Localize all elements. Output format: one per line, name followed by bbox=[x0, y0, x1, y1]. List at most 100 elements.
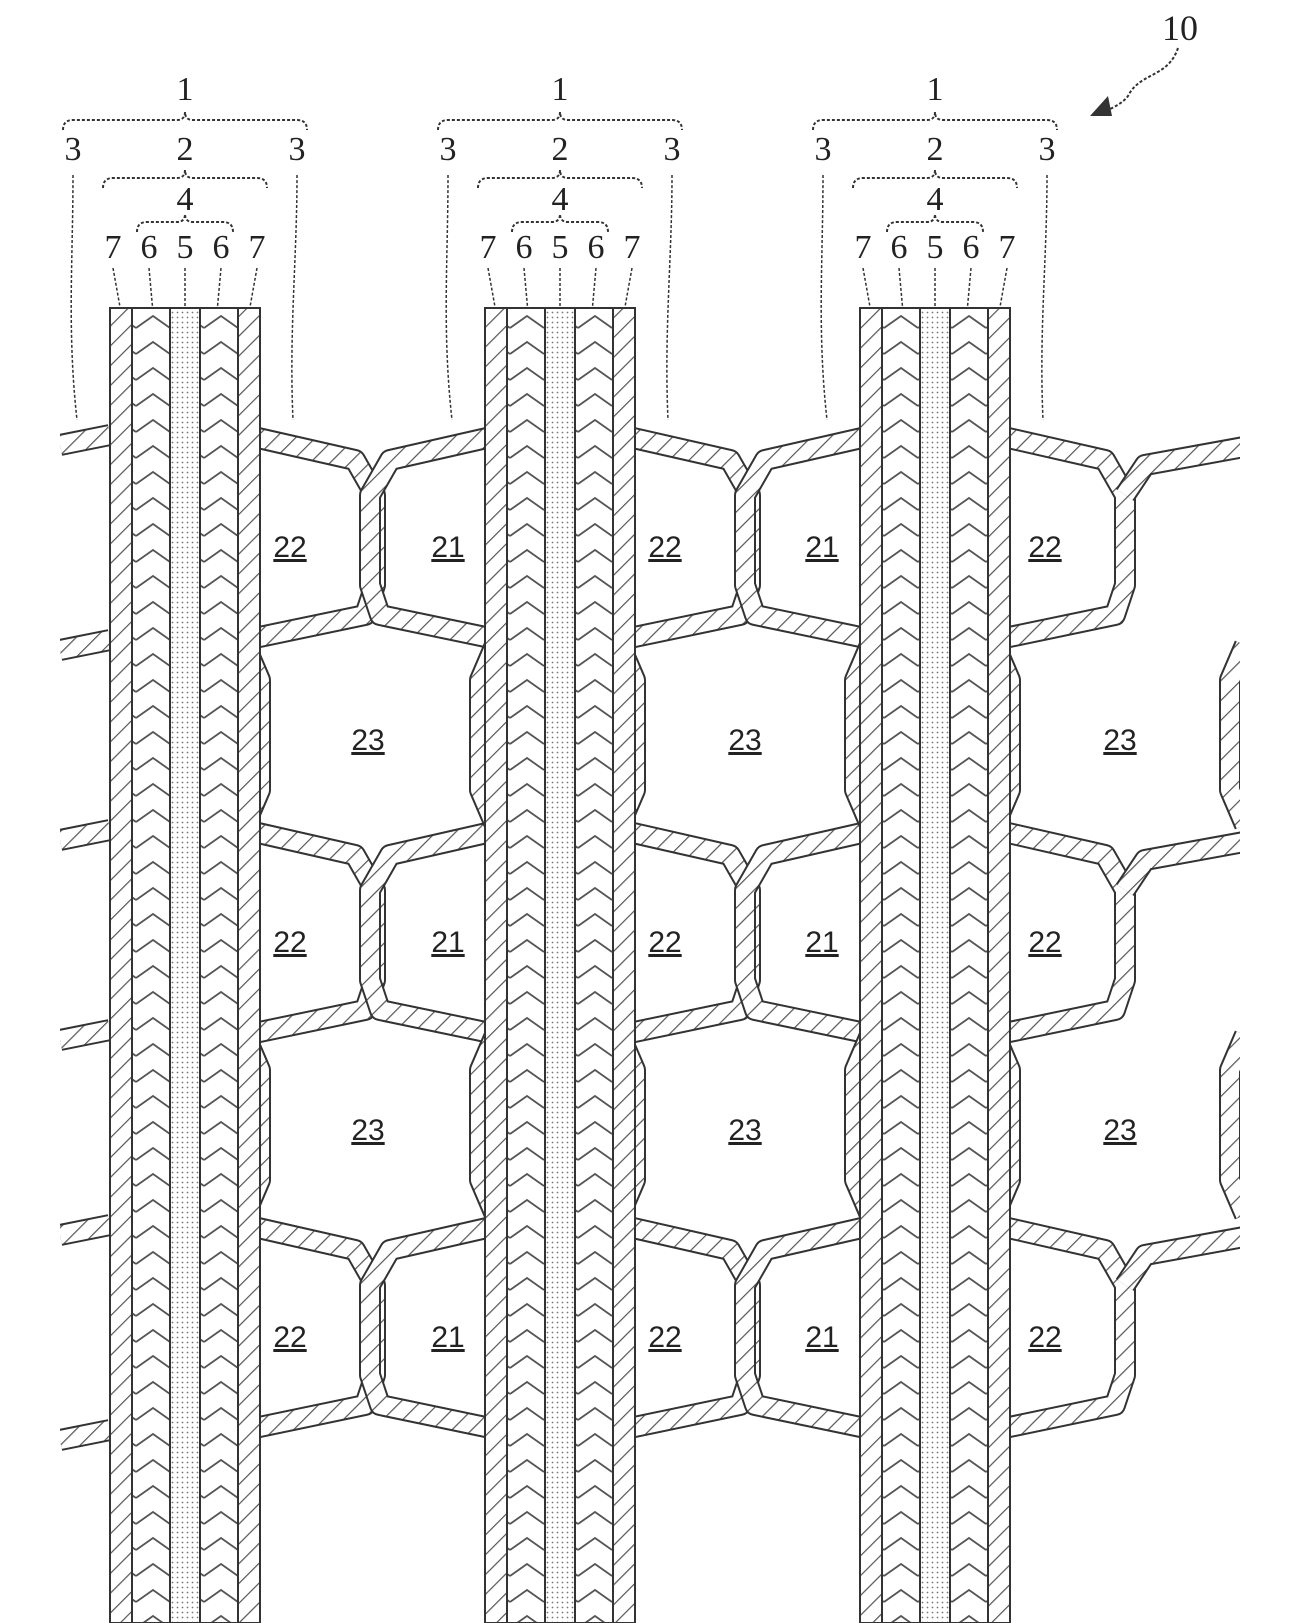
cell-22-c2: 22 bbox=[1028, 1321, 1061, 1354]
layer-label-2-2: 5 bbox=[927, 229, 944, 266]
label-3-left-2: 3 bbox=[815, 131, 832, 168]
leader-3-left-2 bbox=[821, 175, 827, 420]
cell22-wall-1-0 bbox=[620, 435, 750, 640]
left-edge-wall-5 bbox=[60, 1430, 110, 1440]
layer-7-left bbox=[110, 308, 132, 1623]
left-edge-wall-1 bbox=[60, 640, 110, 650]
cell22-wall-0-2 bbox=[245, 1225, 375, 1430]
label-4-2: 4 bbox=[927, 181, 944, 218]
edge-wall-1 bbox=[1125, 840, 1255, 890]
brace-1-2 bbox=[813, 112, 1057, 130]
label-1-2: 1 bbox=[927, 71, 944, 108]
cell-23-c1: 23 bbox=[1103, 1114, 1136, 1147]
leader-3-right-0 bbox=[292, 175, 297, 420]
cell-22-c1: 22 bbox=[1028, 926, 1061, 959]
vertical-strands bbox=[110, 308, 1010, 1623]
layer-leader-2-3 bbox=[967, 268, 971, 308]
cell-21-b0: 21 bbox=[805, 531, 838, 564]
cell22-wall-1-1 bbox=[620, 830, 750, 1035]
layer-7-right bbox=[988, 308, 1010, 1623]
layer-label-2-4: 7 bbox=[999, 229, 1016, 266]
layer-leader-1-4 bbox=[625, 268, 632, 308]
cell23-right-2-1 bbox=[1230, 1035, 1245, 1215]
cell-23-c0: 23 bbox=[1103, 724, 1136, 757]
label-2-0: 2 bbox=[177, 131, 194, 168]
layer-label-0-2: 5 bbox=[177, 229, 194, 266]
cell-22-b1: 22 bbox=[648, 926, 681, 959]
cell-23-a0: 23 bbox=[351, 724, 384, 757]
layer-leader-1-1 bbox=[524, 268, 528, 308]
layer-7-left bbox=[860, 308, 882, 1623]
edge-wall-0 bbox=[1125, 445, 1255, 495]
cell-22-a1: 22 bbox=[273, 926, 306, 959]
cell22-wall-1-2 bbox=[620, 1225, 750, 1430]
layer-7-right bbox=[238, 308, 260, 1623]
layer-6-left bbox=[507, 308, 545, 1623]
cell-23-b1: 23 bbox=[728, 1114, 761, 1147]
cell-21-a0: 21 bbox=[431, 531, 464, 564]
layer-label-0-1: 6 bbox=[141, 229, 158, 266]
layer-5-core bbox=[920, 308, 950, 1623]
leader-3-right-1 bbox=[667, 175, 672, 420]
cell-21-b1: 21 bbox=[805, 926, 838, 959]
strand-column-2 bbox=[485, 308, 635, 1623]
layer-7-left bbox=[485, 308, 507, 1623]
layer-label-0-4: 7 bbox=[249, 229, 266, 266]
layer-6-right bbox=[950, 308, 988, 1623]
layer-leader-0-1 bbox=[149, 268, 153, 308]
cell-22-b2: 22 bbox=[648, 1321, 681, 1354]
layer-leader-0-3 bbox=[217, 268, 221, 308]
layer-6-right bbox=[575, 308, 613, 1623]
label-3-left-0: 3 bbox=[65, 131, 82, 168]
left-edge-wall-4 bbox=[60, 1225, 110, 1235]
cell-22-b0: 22 bbox=[648, 531, 681, 564]
layer-leader-2-4 bbox=[1000, 268, 1007, 308]
layer-label-1-4: 7 bbox=[624, 229, 641, 266]
cell22-wall-0-0 bbox=[245, 435, 375, 640]
strand-column-1 bbox=[110, 308, 260, 1623]
left-edge-wall-0 bbox=[60, 435, 110, 445]
leader-3-left-0 bbox=[71, 175, 77, 420]
layer-6-right bbox=[200, 308, 238, 1623]
edge-wall-2 bbox=[1125, 1235, 1255, 1285]
layer-leader-1-0 bbox=[488, 268, 495, 308]
layer-label-1-0: 7 bbox=[480, 229, 497, 266]
layer-leader-2-1 bbox=[899, 268, 903, 308]
layer-label-2-0: 7 bbox=[855, 229, 872, 266]
layer-6-left bbox=[882, 308, 920, 1623]
cell-22-a2: 22 bbox=[273, 1321, 306, 1354]
cell-21-a2: 21 bbox=[431, 1321, 464, 1354]
cell-22-c0: 22 bbox=[1028, 531, 1061, 564]
layer-6-left bbox=[132, 308, 170, 1623]
layer-leader-2-0 bbox=[863, 268, 870, 308]
layer-label-0-0: 7 bbox=[105, 229, 122, 266]
layer-leader-0-0 bbox=[113, 268, 120, 308]
layer-label-1-3: 6 bbox=[588, 229, 605, 266]
layer-5-core bbox=[170, 308, 200, 1623]
layer-leader-0-4 bbox=[250, 268, 257, 308]
brace-1-1 bbox=[438, 112, 682, 130]
cell-21-b2: 21 bbox=[805, 1321, 838, 1354]
layer-label-2-1: 6 bbox=[891, 229, 908, 266]
label-3-left-1: 3 bbox=[440, 131, 457, 168]
layer-7-right bbox=[613, 308, 635, 1623]
left-edge-wall-3 bbox=[60, 1030, 110, 1040]
label-4-1: 4 bbox=[552, 181, 569, 218]
layer-label-1-2: 5 bbox=[552, 229, 569, 266]
brace-1-0 bbox=[63, 112, 307, 130]
strand-column-3 bbox=[860, 308, 1010, 1623]
label-3-right-0: 3 bbox=[289, 131, 306, 168]
label-3-right-2: 3 bbox=[1039, 131, 1056, 168]
label-2-1: 2 bbox=[552, 131, 569, 168]
layer-label-2-3: 6 bbox=[963, 229, 980, 266]
label-1-0: 1 bbox=[177, 71, 194, 108]
cell22-wall-0-1 bbox=[245, 830, 375, 1035]
layer-label-0-3: 6 bbox=[213, 229, 230, 266]
leader-3-right-2 bbox=[1042, 175, 1047, 420]
label-4-0: 4 bbox=[177, 181, 194, 218]
cell-22-a0: 22 bbox=[273, 531, 306, 564]
cell-21-a1: 21 bbox=[431, 926, 464, 959]
layer-leader-1-3 bbox=[592, 268, 596, 308]
cell-23-a1: 23 bbox=[351, 1114, 384, 1147]
